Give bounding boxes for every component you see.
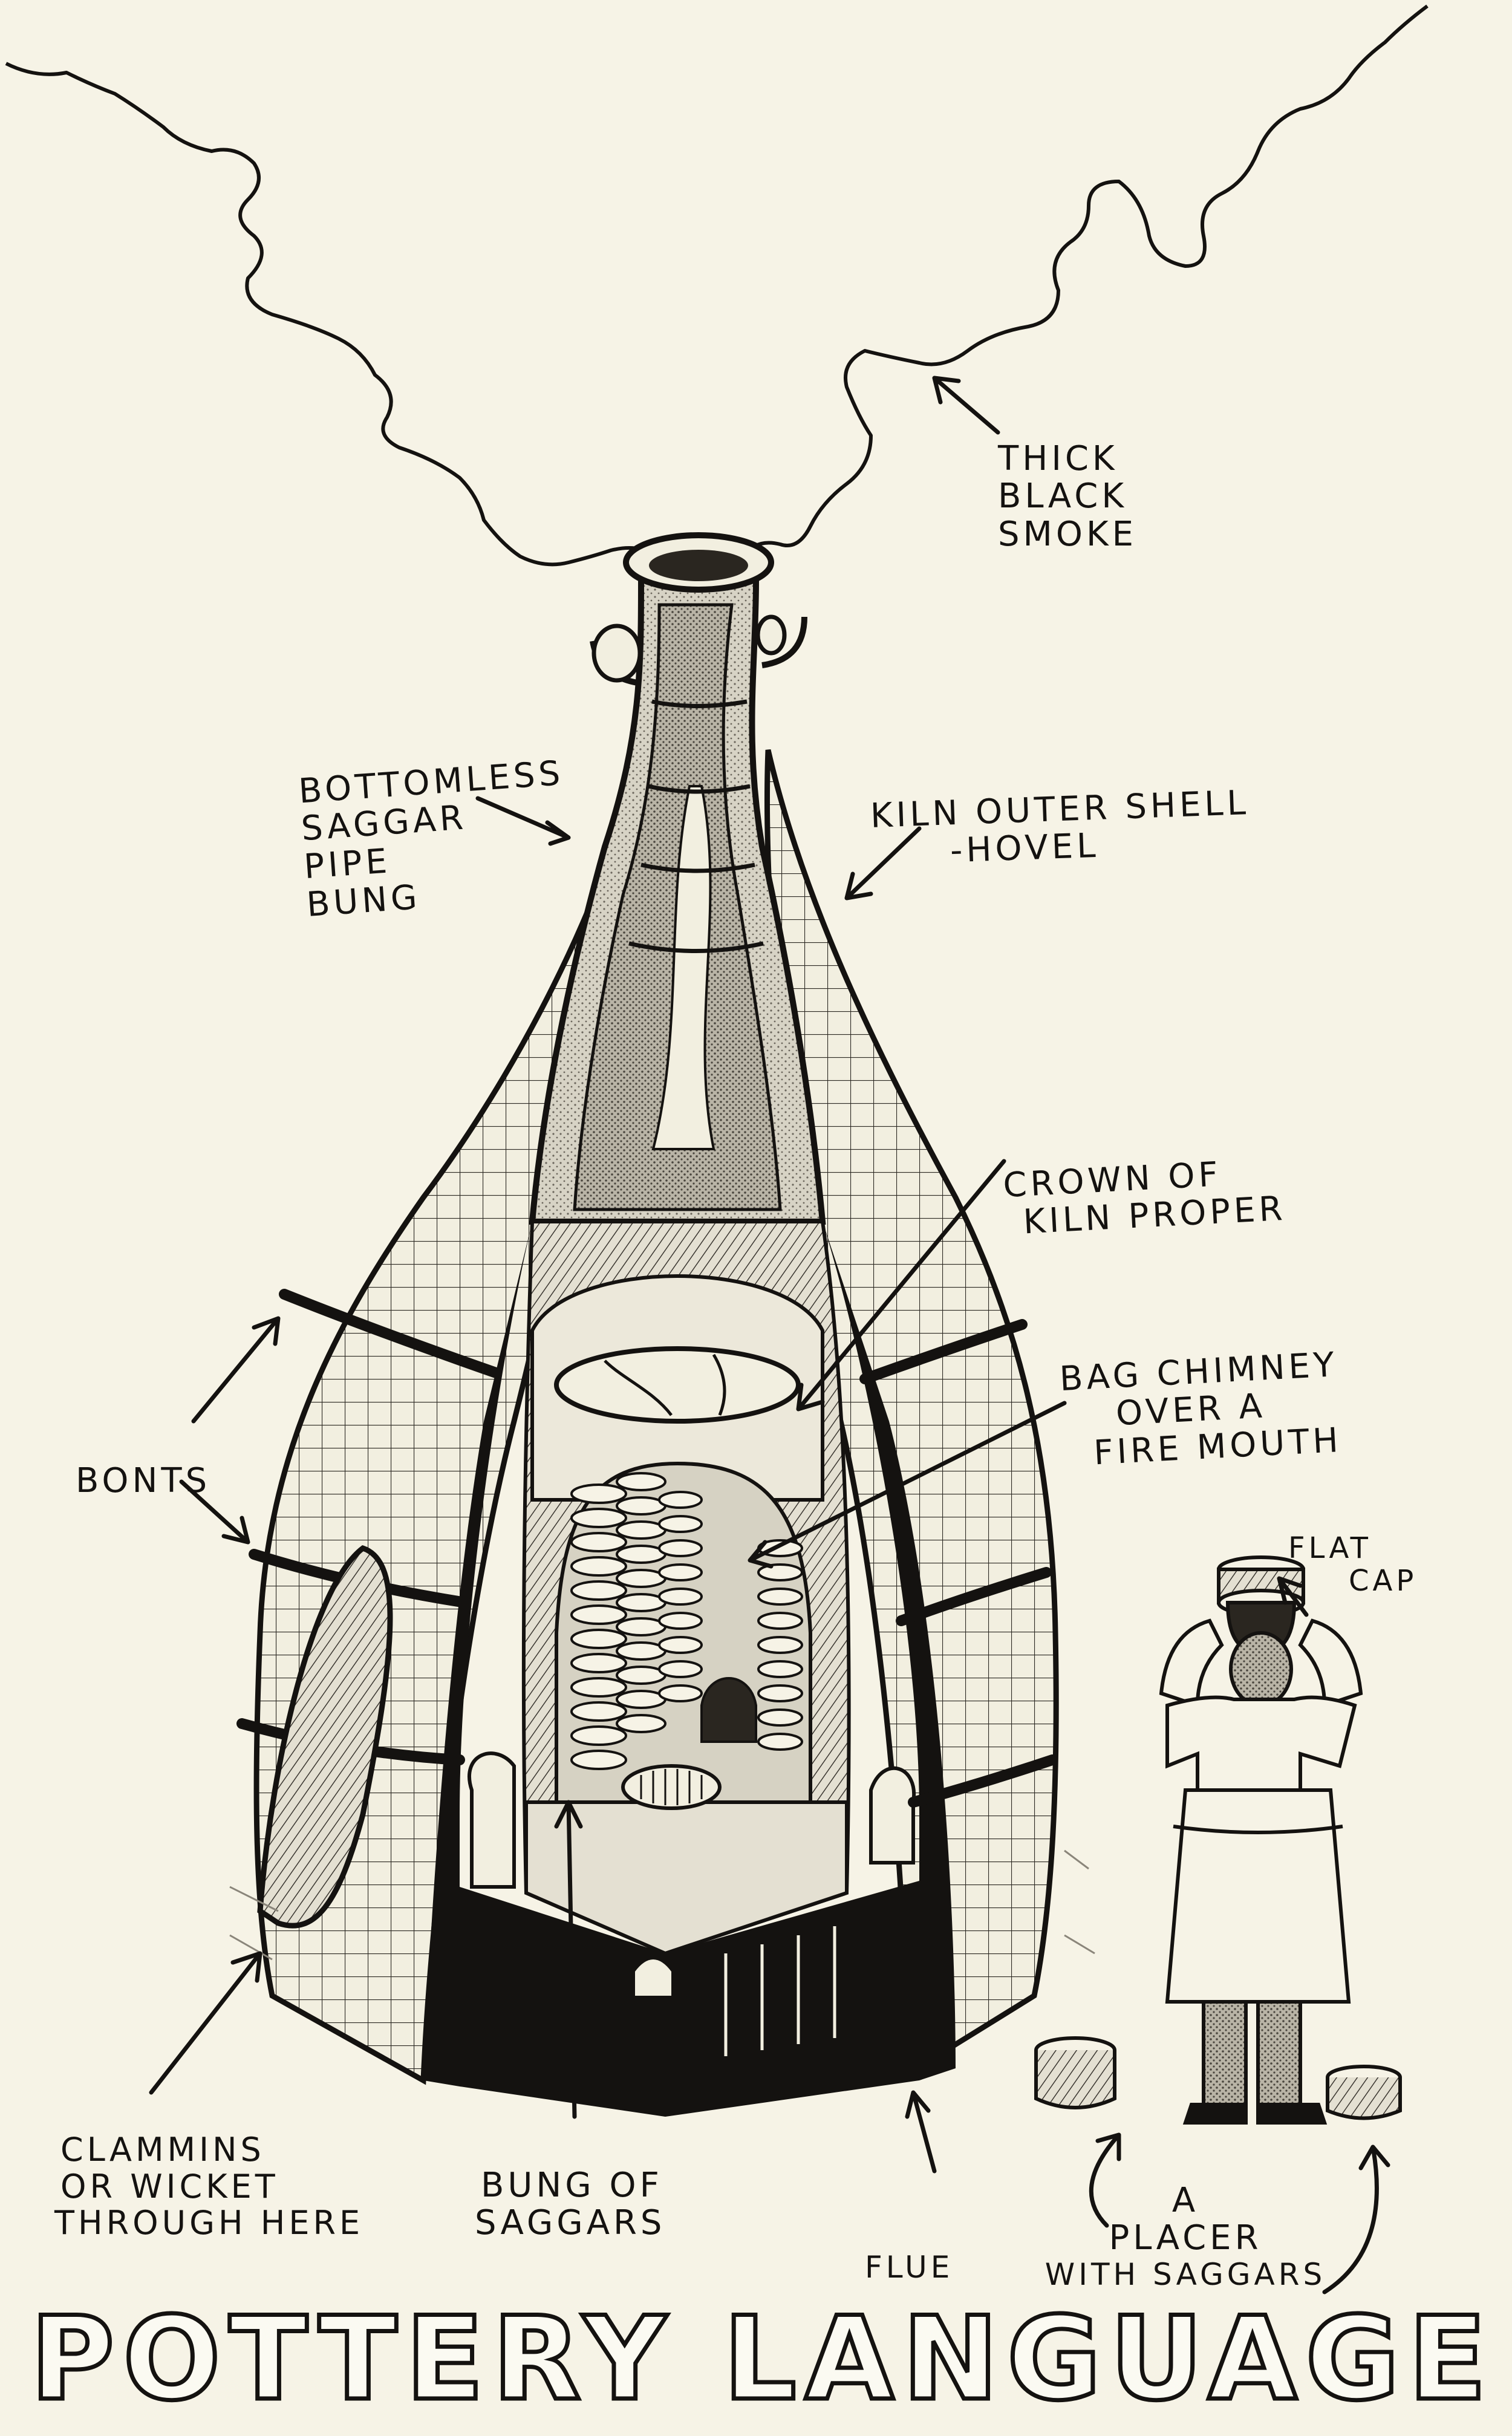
placer-figure (1161, 1557, 1361, 2123)
smoke-plume (6, 6, 1427, 564)
page-title: POTTERY LANGUAGE (30, 2292, 1495, 2426)
floor-vent (623, 1766, 720, 1808)
label-bonts: BONTS (76, 1424, 210, 1538)
label-kiln-outer-shell: KILN OUTER SHELL-HOVEL (868, 746, 1253, 911)
